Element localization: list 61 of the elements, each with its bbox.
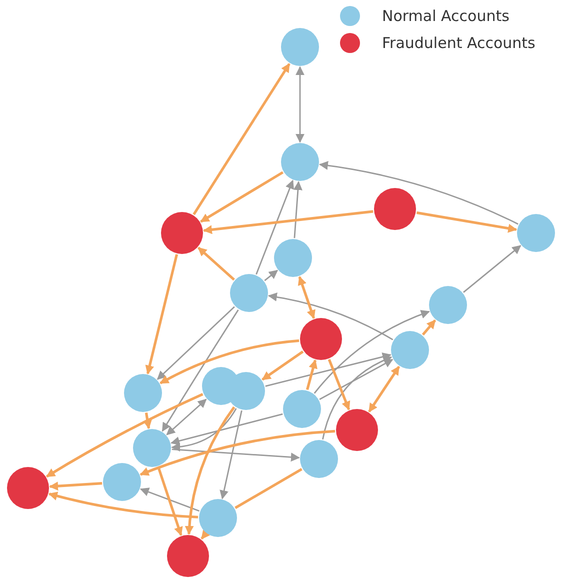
arrow xyxy=(463,245,522,293)
account-node xyxy=(124,374,162,412)
arrow xyxy=(157,466,183,536)
arrow xyxy=(416,211,518,233)
account-node xyxy=(274,239,312,277)
arrow xyxy=(140,430,336,476)
account-node xyxy=(281,28,319,66)
arrow xyxy=(156,306,235,380)
arrow xyxy=(264,270,278,282)
arrow xyxy=(202,210,374,234)
account-node xyxy=(517,214,555,252)
arrow xyxy=(220,410,242,500)
arrow xyxy=(162,309,239,432)
fraudulent-account-node xyxy=(161,212,203,254)
arrow xyxy=(293,181,302,238)
arrow xyxy=(265,352,392,387)
arrow xyxy=(314,310,430,394)
arrow xyxy=(262,350,304,381)
arrow xyxy=(166,398,207,436)
fraudulent-account-node xyxy=(167,535,209,577)
arrow xyxy=(46,393,204,478)
arrow xyxy=(172,448,300,462)
fraudulent-account-node xyxy=(374,188,416,230)
account-node xyxy=(429,286,467,324)
arrow xyxy=(143,412,152,430)
account-node xyxy=(133,429,171,467)
arrow xyxy=(322,356,392,440)
account-node xyxy=(300,440,338,478)
account-node xyxy=(391,331,429,369)
fraudulent-account-node xyxy=(336,409,378,451)
account-node xyxy=(103,463,141,501)
legend-label: Fraudulent Accounts xyxy=(382,34,536,52)
fraudulent-account-node xyxy=(7,467,49,509)
arrow xyxy=(160,339,300,384)
account-node xyxy=(281,143,319,181)
arrow xyxy=(319,358,394,400)
arrow xyxy=(48,492,198,518)
arrow xyxy=(184,406,236,535)
arrow xyxy=(200,530,210,540)
arrow xyxy=(198,246,235,281)
arrow xyxy=(318,161,518,225)
arrow xyxy=(306,359,318,390)
arrow xyxy=(200,171,284,223)
arrow xyxy=(256,180,294,275)
arrow xyxy=(192,63,290,216)
arrow xyxy=(268,292,394,340)
account-node xyxy=(199,499,237,537)
legend-label: Normal Accounts xyxy=(382,7,510,25)
arrow xyxy=(298,276,316,320)
arrow xyxy=(171,408,237,452)
arrow xyxy=(49,482,102,491)
account-node xyxy=(230,274,268,312)
arrow xyxy=(140,488,200,512)
fraudulent-account-node xyxy=(300,318,342,360)
arrow xyxy=(422,319,436,336)
arrow xyxy=(328,358,350,410)
account-node xyxy=(283,390,321,428)
arrow xyxy=(145,254,178,374)
arrow xyxy=(296,66,304,143)
arrow xyxy=(368,366,400,412)
arrow xyxy=(170,413,283,446)
